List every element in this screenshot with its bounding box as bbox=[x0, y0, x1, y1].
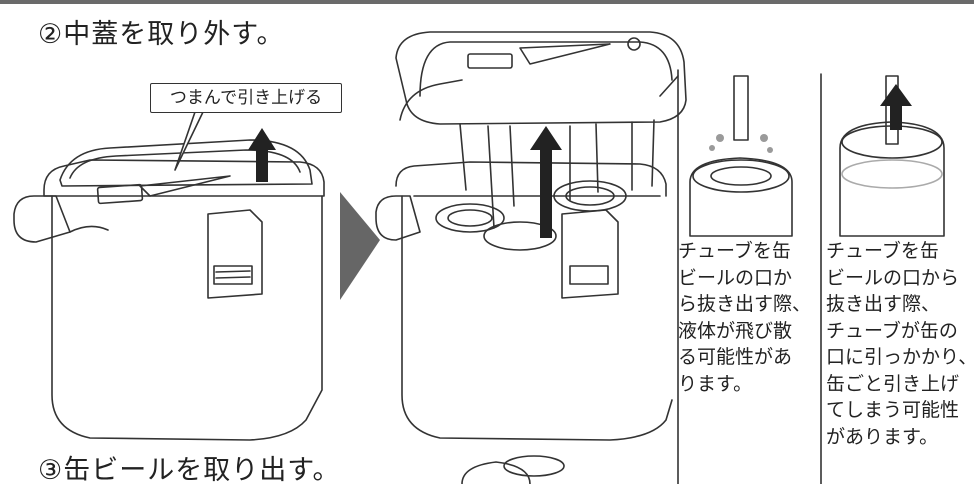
callout-label: つまんで引き上げる bbox=[150, 83, 342, 113]
cooler-closed-illustration bbox=[13, 139, 325, 441]
cooler-open-illustration bbox=[375, 31, 687, 441]
spray-drops-icon bbox=[709, 134, 773, 153]
top-rule bbox=[0, 0, 974, 4]
cans-stack-illustration bbox=[461, 455, 565, 484]
step-3-heading: ③缶ビールを取り出す。 bbox=[38, 455, 341, 486]
up-arrow-icon bbox=[248, 128, 276, 182]
right-triangle-icon bbox=[340, 192, 380, 300]
warning-panel-frames bbox=[659, 69, 822, 484]
step-2-heading: ②中蓋を取り外す。 bbox=[38, 19, 285, 50]
warning-text-spray: チューブを缶 ビールの口か ら抜き出す際、 液体が飛び散 る可能性があ ります。 bbox=[678, 240, 812, 395]
can-spray-illustration bbox=[689, 75, 793, 237]
up-arrow-icon bbox=[530, 126, 562, 238]
warning-text-lift: チューブを缶 ビールの口から 抜き出す際、 チューブが缶の 口に引っかかり、 缶… bbox=[826, 240, 974, 448]
up-arrow-icon bbox=[880, 84, 912, 130]
